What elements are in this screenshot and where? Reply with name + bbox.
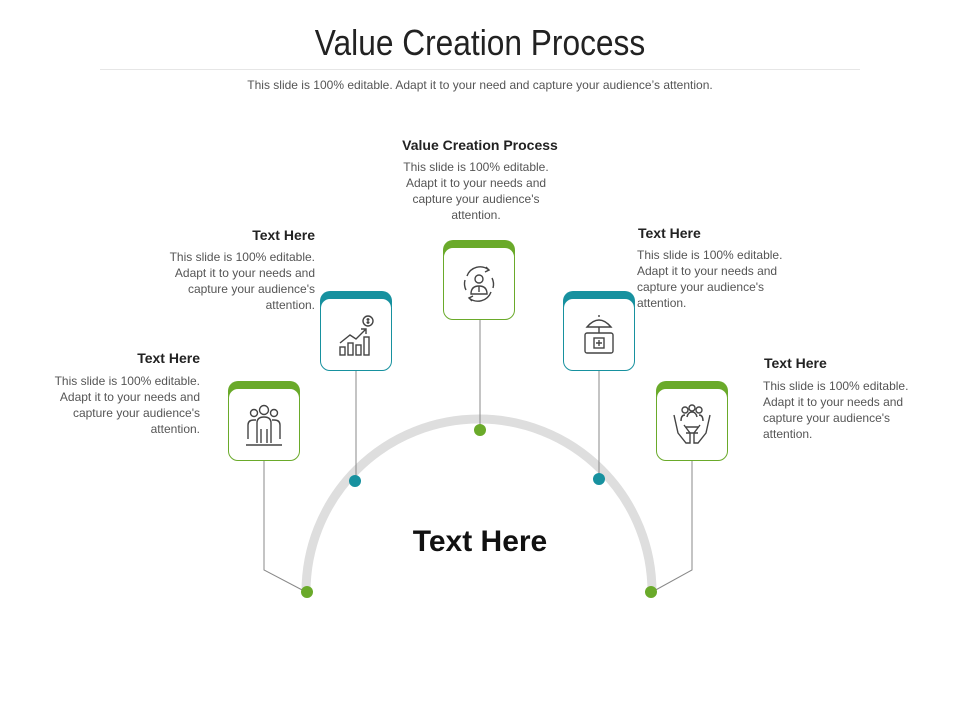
step-text-3: This slide is 100% editable. Adapt it to…: [403, 160, 549, 222]
arc-dot-3: [474, 424, 486, 436]
connector-line-5: [651, 460, 693, 593]
box-card-1: [228, 388, 300, 461]
step-title-3: Value Creation Process: [402, 137, 558, 153]
semicircle-arc: [301, 414, 657, 593]
arc-dot-1: [301, 586, 313, 598]
step-text-1: This slide is 100% editable. Adapt it to…: [54, 374, 200, 436]
page-subtitle: This slide is 100% editable. Adapt it to…: [247, 78, 713, 92]
step-text-2: This slide is 100% editable. Adapt it to…: [169, 250, 315, 312]
step-box-2: [320, 291, 392, 371]
step-box-4: [563, 291, 635, 371]
step-text-5: This slide is 100% editable. Adapt it to…: [763, 379, 909, 441]
connector-line-1: [263, 460, 307, 593]
page-title: Value Creation Process: [314, 22, 646, 63]
title-divider: [100, 69, 860, 70]
arc-dot-5: [645, 586, 657, 598]
arc-dot-2: [349, 475, 361, 487]
step-box-3: [443, 240, 515, 320]
box-card-5: [656, 388, 728, 461]
insurance-case-umbrella-icon: [584, 315, 614, 354]
step-title-1: Text Here: [137, 350, 200, 366]
growth-chart-dollar-icon: [339, 315, 374, 356]
step-box-5: [656, 381, 728, 461]
step-title-4: Text Here: [638, 225, 701, 241]
step-title-2: Text Here: [252, 227, 315, 243]
step-box-1: [228, 381, 300, 461]
box-card-4: [563, 298, 635, 371]
person-cycle-icon: [463, 266, 495, 302]
center-label: Text Here: [412, 525, 548, 558]
step-title-5: Text Here: [764, 355, 827, 371]
box-card-2: [320, 298, 392, 371]
hands-people-care-icon: [673, 404, 711, 444]
arc-dot-4: [593, 473, 605, 485]
step-text-4: This slide is 100% editable. Adapt it to…: [637, 248, 783, 310]
team-people-icon: [246, 404, 282, 446]
